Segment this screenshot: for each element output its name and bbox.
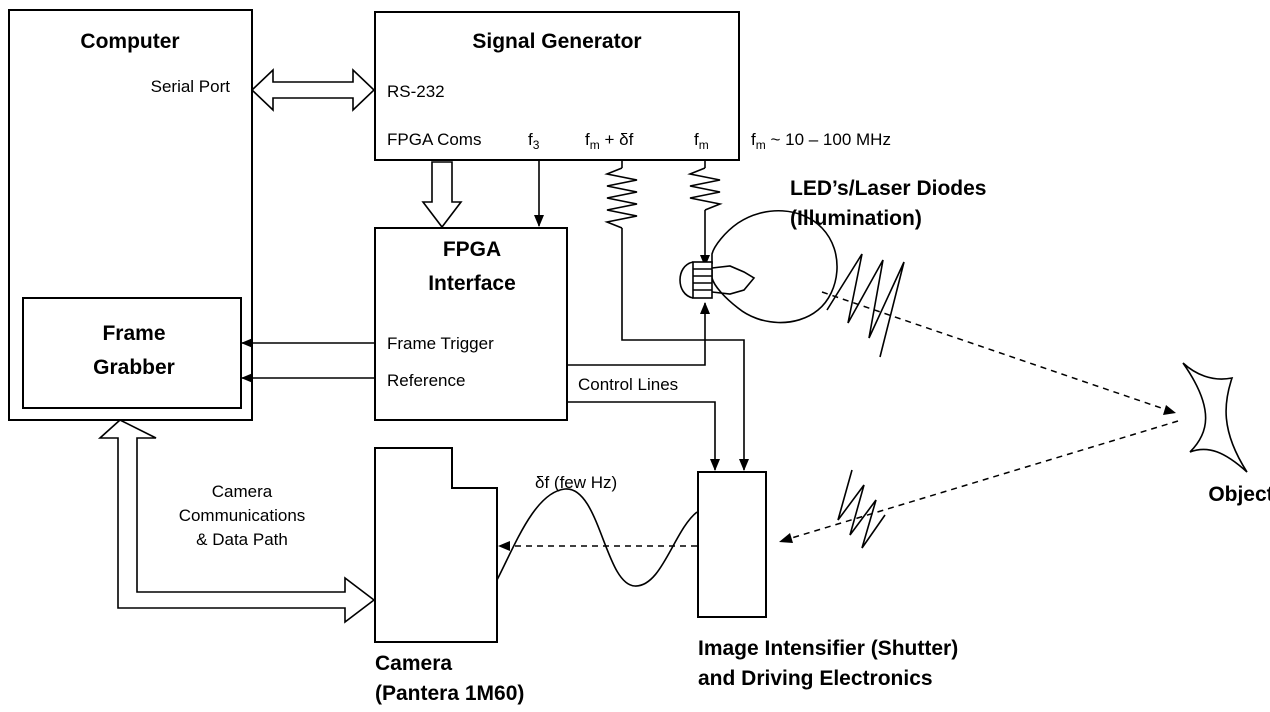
fm-plus-delta-label: fm + δf (585, 130, 634, 152)
camera-block (374, 447, 498, 643)
frame-grabber-label-line2: Grabber (93, 356, 175, 379)
reference-label: Reference (387, 371, 465, 390)
illumination-label-line1: LED’s/Laser Diodes (790, 177, 986, 200)
intensifier-label-line1: Image Intensifier (Shutter) (698, 637, 958, 660)
returning-light-wave (837, 469, 886, 549)
serial-link-double-arrow (250, 68, 376, 112)
computer-title: Computer (80, 30, 179, 53)
fpga-coms-arrow (421, 161, 463, 229)
fpga-interface-label-line2: Interface (428, 272, 516, 295)
illumination-label-line2: (Illumination) (790, 207, 922, 230)
illumination-arrowhead (1163, 405, 1176, 415)
camera-label-line2: (Pantera 1M60) (375, 682, 524, 705)
camera-comms-label-line3: & Data Path (196, 530, 288, 549)
control-line-to-led (567, 302, 710, 366)
fpga-interface-label-line1: FPGA (443, 238, 501, 261)
object-shape (1182, 362, 1248, 473)
fm-label: fm (694, 130, 709, 152)
camera-comms-label-line2: Communications (179, 506, 306, 525)
rs232-label: RS-232 (387, 82, 445, 101)
serial-port-label: Serial Port (151, 77, 231, 96)
intensifier-to-camera-arrowhead (498, 541, 510, 551)
fm-signal-line (687, 160, 723, 267)
illumination-to-object-dashed-arrow (821, 291, 1171, 412)
frame-grabber-label-line1: Frame (102, 322, 165, 345)
object-label: Object (1208, 483, 1270, 506)
f3-label: f3 (528, 130, 540, 152)
signal-generator-title: Signal Generator (472, 30, 641, 53)
camera-data-path-double-arrow (97, 419, 376, 624)
outgoing-light-wave (826, 253, 905, 358)
led-laser-bulb-icon (679, 210, 838, 324)
signal-generator-block: Signal Generator RS-232 FPGA Coms f3 fm … (374, 11, 740, 161)
frame-trigger-label: Frame Trigger (387, 334, 494, 353)
camera-label-line1: Camera (375, 652, 452, 675)
intensifier-label-line2: and Driving Electronics (698, 667, 933, 690)
frame-grabber-block: Frame Grabber (22, 297, 242, 409)
camera-comms-label-line1: Camera (212, 482, 273, 501)
delta-f-label: δf (few Hz) (535, 473, 617, 492)
return-arrowhead (779, 533, 793, 543)
beat-frequency-wave (496, 488, 698, 587)
control-line-to-intensifier (567, 401, 720, 471)
image-intensifier-block (697, 471, 767, 618)
fm-delta-signal-line (604, 160, 749, 471)
fpga-interface-block: FPGA Interface Frame Trigger Reference (374, 227, 568, 421)
fm-range-label: fm ~ 10 – 100 MHz (751, 130, 891, 152)
object-to-intensifier-dashed-arrow (784, 420, 1179, 541)
fpga-coms-label: FPGA Coms (387, 130, 481, 149)
control-lines-label: Control Lines (578, 375, 678, 394)
